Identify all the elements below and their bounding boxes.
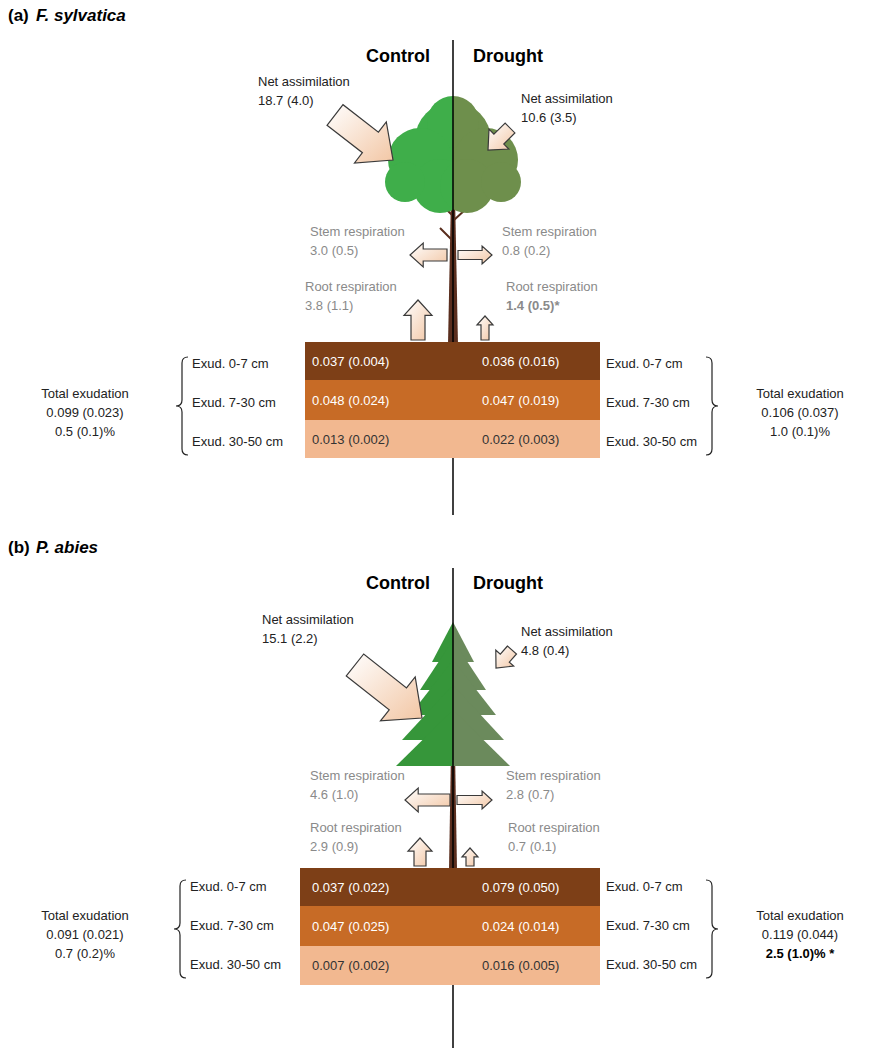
exudation-value: 0.079 (0.050) (482, 880, 559, 895)
text-label: 1.4 (0.5)* (506, 298, 559, 313)
text-label: 10.6 (3.5) (521, 110, 577, 125)
text-label: 0.091 (0.021) (46, 927, 123, 942)
text-label: 0.119 (0.044) (762, 927, 838, 942)
exudation-value: 0.047 (0.025) (312, 919, 389, 934)
text-label: Net assimilation (521, 624, 613, 639)
text-label: Net assimilation (258, 74, 350, 89)
text-label: Drought (473, 573, 543, 594)
text-label: Stem respiration (310, 768, 405, 783)
flux-arrow (346, 654, 422, 721)
flux-arrow (410, 243, 447, 267)
text-label: Drought (473, 46, 543, 67)
flux-arrow (488, 123, 515, 150)
flux-arrow (462, 848, 478, 866)
exudation-value: 0.013 (0.002) (312, 432, 389, 447)
text-label: 2.5 (1.0)% * (766, 946, 835, 961)
text-label: Exud. 7-30 cm (190, 918, 274, 933)
text-label: 2.8 (0.7) (506, 787, 554, 802)
exudation-value: 0.048 (0.024) (312, 393, 389, 408)
flux-arrow (457, 791, 492, 809)
text-label: Exud. 7-30 cm (606, 918, 690, 933)
text-label: Exud. 7-30 cm (606, 395, 690, 410)
text-label: Exud. 0-7 cm (192, 356, 269, 371)
text-label: Exud. 7-30 cm (192, 395, 276, 410)
text-label: 4.8 (0.4) (521, 643, 569, 658)
text-label: Total exudation (41, 908, 128, 923)
soil-layer: 0.047 (0.025) 0.024 (0.014) (300, 906, 600, 946)
text-label: Exud. 30-50 cm (190, 957, 281, 972)
text-label: Exud. 30-50 cm (606, 957, 697, 972)
text-label: Control (366, 573, 430, 594)
text-label: 15.1 (2.2) (262, 631, 318, 646)
text-label: 18.7 (4.0) (258, 93, 314, 108)
text-label: Exud. 0-7 cm (606, 356, 683, 371)
exudation-value: 0.022 (0.003) (482, 432, 559, 447)
text-label: 0.7 (0.2)% (55, 946, 115, 961)
text-label: (b) (8, 538, 30, 558)
text-label: Stem respiration (502, 224, 597, 239)
soil-layer: 0.048 (0.024) 0.047 (0.019) (305, 380, 600, 420)
flux-arrow (405, 788, 450, 812)
text-label: 0.106 (0.037) (761, 405, 838, 420)
text-label: Control (366, 46, 430, 67)
bracket (174, 357, 718, 978)
soil-layer: 0.037 (0.022) 0.079 (0.050) (300, 868, 600, 906)
text-label: (a) (8, 6, 29, 26)
exudation-value: 0.047 (0.019) (482, 393, 559, 408)
text-label: 0.7 (0.1) (508, 839, 556, 854)
text-label: 4.6 (1.0) (310, 787, 358, 802)
exudation-value: 0.007 (0.002) (312, 958, 389, 973)
text-label: Root respiration (506, 279, 598, 294)
soil-layer: 0.037 (0.004) 0.036 (0.016) (305, 342, 600, 380)
exudation-value: 0.037 (0.022) (312, 880, 389, 895)
text-label: 3.8 (1.1) (305, 298, 353, 313)
text-label: Net assimilation (521, 91, 613, 106)
text-label: Stem respiration (506, 768, 601, 783)
text-label: 1.0 (0.1)% (770, 424, 830, 439)
flux-arrow (496, 646, 517, 668)
text-label: 0.099 (0.023) (46, 405, 123, 420)
exudation-value: 0.036 (0.016) (482, 354, 559, 369)
flux-arrow (404, 300, 432, 340)
text-label: Exud. 0-7 cm (190, 879, 267, 894)
text-label: 3.0 (0.5) (310, 243, 358, 258)
exudation-value: 0.037 (0.004) (312, 354, 389, 369)
text-label: Root respiration (305, 279, 397, 294)
text-label: Total exudation (756, 908, 843, 923)
text-label: P. abies (36, 538, 98, 558)
exudation-value: 0.016 (0.005) (482, 958, 559, 973)
text-label: Root respiration (508, 820, 600, 835)
text-label: Exud. 30-50 cm (192, 434, 283, 449)
flux-arrow (408, 838, 432, 866)
text-label: 2.9 (0.9) (310, 839, 358, 854)
text-label: Total exudation (756, 386, 843, 401)
text-label: Stem respiration (310, 224, 405, 239)
text-label: 0.8 (0.2) (502, 243, 550, 258)
text-label: 0.5 (0.1)% (55, 424, 115, 439)
soil-layer: 0.007 (0.002) 0.016 (0.005) (300, 946, 600, 985)
text-label: F. sylvatica (36, 6, 126, 26)
soil-layer: 0.013 (0.002) 0.022 (0.003) (305, 420, 600, 458)
flux-arrow (458, 246, 492, 264)
text-label: Total exudation (41, 386, 128, 401)
text-label: Root respiration (310, 820, 402, 835)
text-label: Net assimilation (262, 612, 354, 627)
text-label: Exud. 0-7 cm (606, 879, 683, 894)
flux-arrow (477, 316, 493, 340)
exudation-value: 0.024 (0.014) (482, 919, 559, 934)
text-label: Exud. 30-50 cm (606, 434, 697, 449)
flux-arrow (327, 105, 393, 163)
